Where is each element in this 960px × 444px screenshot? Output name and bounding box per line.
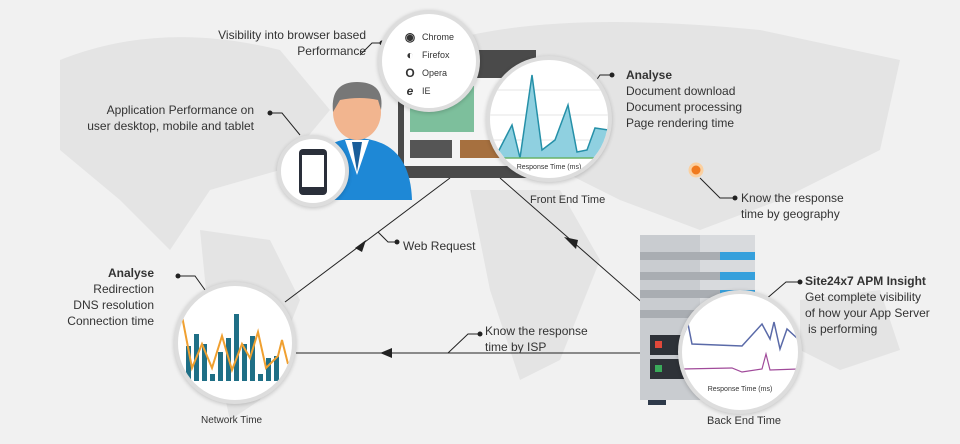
mobile-device-circle	[277, 135, 349, 207]
network-caption: Network Time	[201, 415, 263, 426]
back-end-chart-circle: Response Time (ms)	[678, 290, 802, 414]
arrow-up-left-icon	[355, 240, 366, 252]
opera-icon: O	[405, 66, 415, 80]
front-end-chart-circle: Response Time (ms)	[486, 56, 612, 182]
back-end-line-chart	[682, 321, 798, 373]
chrome-icon: ◉	[404, 30, 416, 44]
browser-item-chrome: ◉Chrome	[404, 30, 455, 44]
firefox-icon: ◐	[406, 48, 414, 62]
back-end-chart-label: Response Time (ms)	[707, 386, 773, 393]
arrow-up-right-icon	[564, 237, 578, 249]
arrow-left-icon	[380, 348, 392, 358]
network-chart-circle	[174, 282, 296, 404]
browser-item-firefox: ◐Firefox	[404, 46, 476, 64]
ie-icon: e	[406, 84, 414, 98]
front-end-caption: Front End Time	[530, 194, 606, 206]
front-end-area-chart	[490, 74, 608, 159]
smartphone-icon	[299, 149, 327, 195]
back-end-caption: Back End Time	[707, 415, 781, 427]
geo-location-marker	[688, 162, 704, 178]
web-request-label: Web Request	[403, 239, 476, 253]
front-end-chart-label: Response Time (ms)	[516, 164, 582, 171]
network-bar-line-chart	[181, 314, 289, 381]
